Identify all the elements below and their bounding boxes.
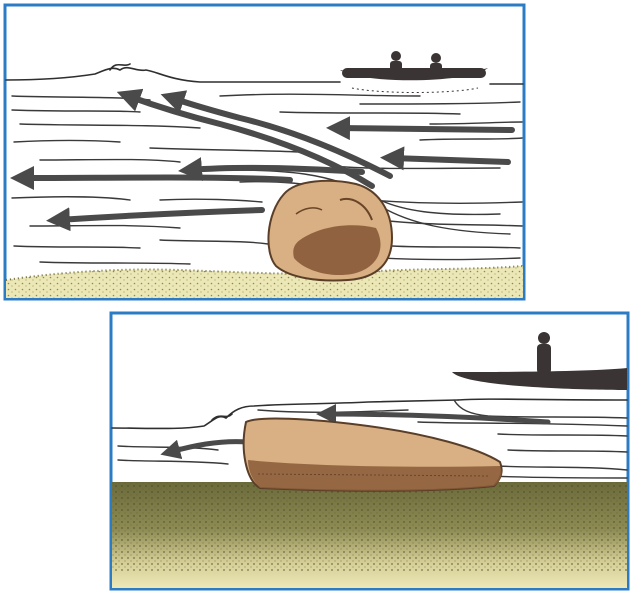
paddler-icon [390,51,402,73]
panel-rock-slab [108,310,630,592]
paddler-icon [537,332,551,374]
flow-arrow-icon [338,128,512,130]
panel-boulder [0,0,530,304]
riverbed-icon [112,482,627,588]
boulder-icon [268,181,392,281]
paddler-icon [430,53,442,74]
flow-arrow-icon [22,178,290,181]
panel-frame [5,5,524,299]
flow-arrow-icon [392,158,508,162]
